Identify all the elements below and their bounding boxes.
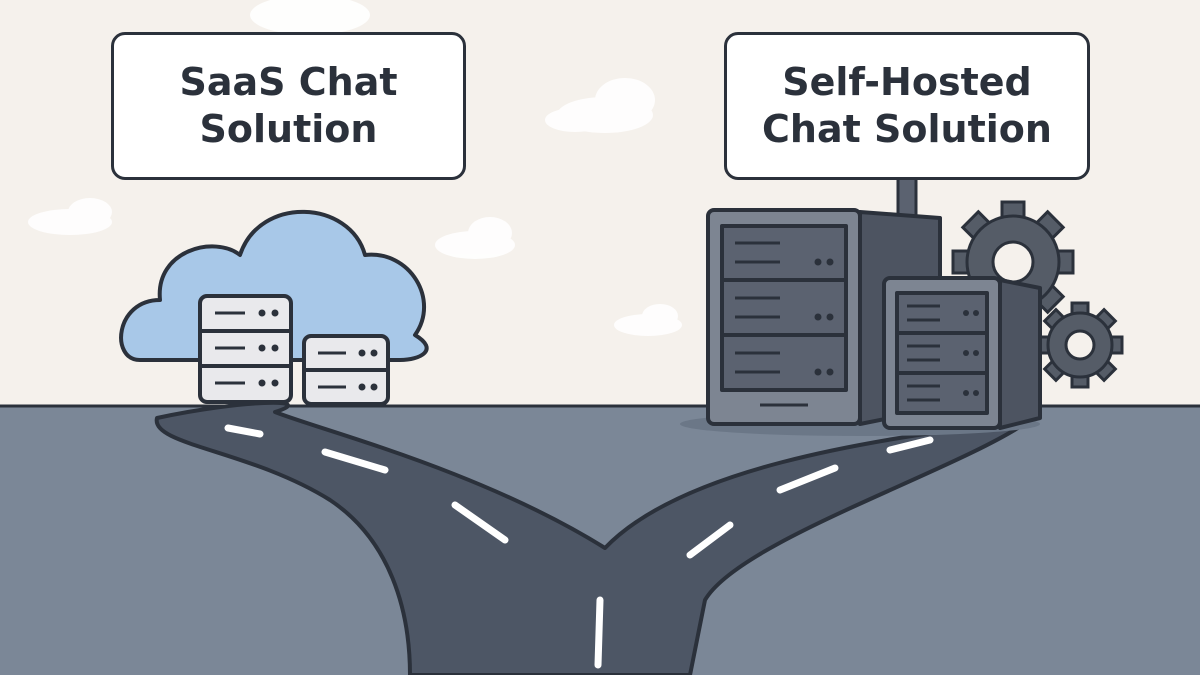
saas-sign-line-2: Solution — [199, 107, 378, 151]
gear-icon — [1036, 301, 1124, 389]
self-hosted-chat-sign: Self-Hosted Chat Solution — [724, 32, 1090, 180]
server-stack-icon — [198, 294, 293, 404]
sign-post — [896, 176, 918, 220]
server-tower-icon — [882, 276, 1042, 430]
saas-chat-sign: SaaS Chat Solution — [111, 32, 466, 180]
lane-markings — [224, 424, 934, 669]
cloud-icon — [119, 209, 429, 362]
self-hosted-sign-line-1: Self-Hosted — [782, 60, 1032, 104]
self-hosted-sign-line-2: Chat Solution — [762, 107, 1052, 151]
server-stack-icon — [302, 334, 390, 406]
background-clouds — [28, 0, 682, 336]
saas-sign-line-1: SaaS Chat — [179, 60, 398, 104]
